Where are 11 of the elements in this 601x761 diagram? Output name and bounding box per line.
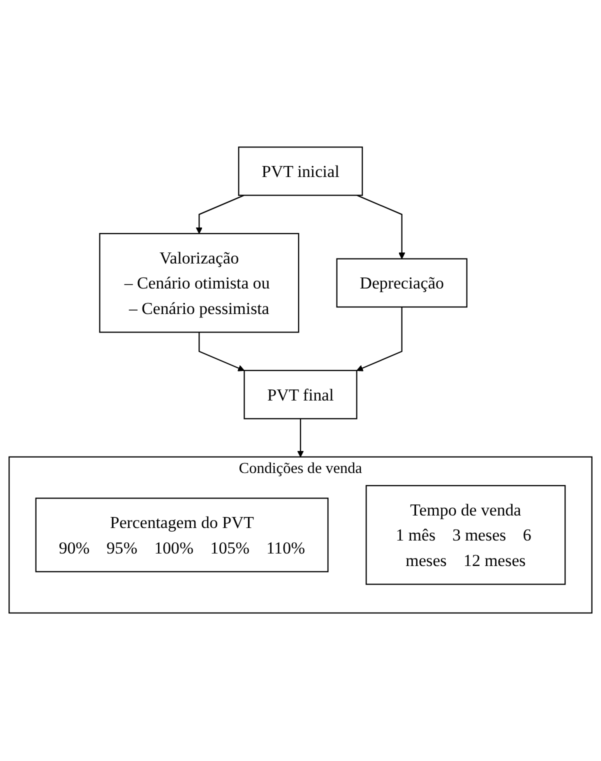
node-box: Tempo de venda 1 mês 3 meses 6 meses 12 meses bbox=[366, 486, 566, 586]
arrow bbox=[196, 195, 244, 234]
node-box: Valorização – Cenário otimista ou – Cenário pessimista bbox=[99, 233, 300, 334]
arrow bbox=[297, 419, 304, 458]
node-box: PVT final bbox=[244, 370, 358, 420]
node-box: PVT inicial bbox=[238, 147, 363, 196]
node-box: Percentagem do PVT 90% 95% 100% 105% 110% bbox=[35, 498, 329, 573]
arrow bbox=[356, 195, 406, 260]
arrow bbox=[356, 307, 402, 372]
arrow bbox=[198, 332, 245, 372]
node-box: Depreciação bbox=[336, 258, 468, 308]
